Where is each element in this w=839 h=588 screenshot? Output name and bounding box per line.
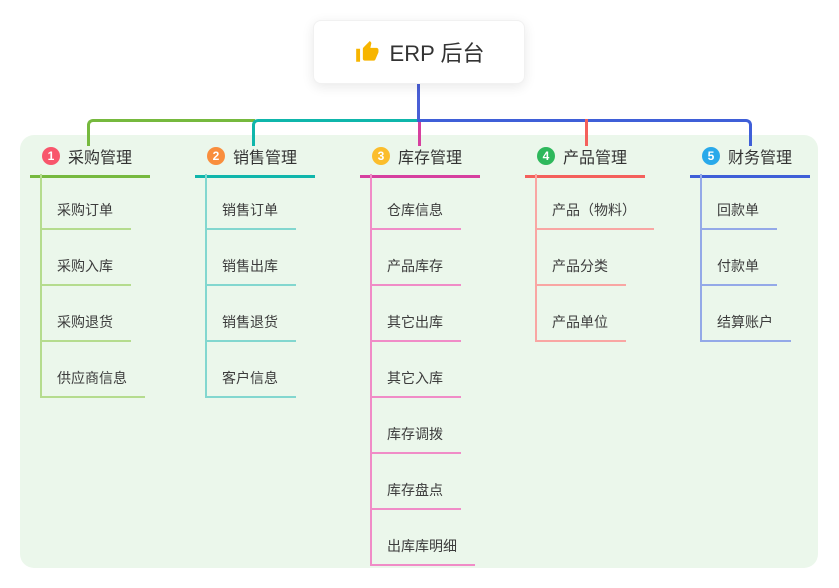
branch-finance: 5 财务管理 回款单 付款单 结算账户 [690,145,810,342]
node-label: 产品（物料） [552,202,636,218]
branch-label: 产品管理 [563,150,628,167]
branch-title[interactable]: 4 产品管理 [525,145,645,178]
node-label: 销售退货 [222,314,278,330]
branch-title[interactable]: 1 采购管理 [30,145,150,178]
node-label: 采购订单 [57,202,113,218]
root-node[interactable]: ERP 后台 [313,20,525,84]
branch-number-badge: 5 [702,147,720,165]
node-label: 客户信息 [222,370,278,386]
connector-branch-2 [252,119,420,146]
branch-children: 采购订单 采购入库 采购退货 供应商信息 [40,174,150,398]
node-item[interactable]: 产品单位 [537,286,626,342]
branch-label: 采购管理 [68,150,133,167]
node-label: 仓库信息 [387,202,443,218]
branch-number-badge: 3 [372,147,390,165]
thumbs-up-icon [355,41,378,62]
branch-label: 销售管理 [233,150,298,167]
node-item[interactable]: 付款单 [702,230,777,286]
node-item[interactable]: 仓库信息 [372,174,461,230]
node-item[interactable]: 产品（物料） [537,174,654,230]
node-label: 供应商信息 [57,370,127,386]
branch-title[interactable]: 5 财务管理 [690,145,810,178]
node-label: 采购入库 [57,258,113,274]
branch-purchase: 1 采购管理 采购订单 采购入库 采购退货 供应商信息 [30,145,150,398]
branch-title[interactable]: 3 库存管理 [360,145,480,178]
node-item[interactable]: 回款单 [702,174,777,230]
branch-children: 销售订单 销售出库 销售退货 客户信息 [205,174,315,398]
node-label: 付款单 [717,258,759,274]
node-label: 产品单位 [552,314,608,330]
root-connector [417,82,420,122]
connector-branch-5 [417,119,752,146]
branch-label: 财务管理 [728,150,793,167]
node-item[interactable]: 结算账户 [702,286,791,342]
branch-number-badge: 2 [207,147,225,165]
branch-children: 仓库信息 产品库存 其它出库 其它入库 库存调拨 库存盘点 出库库明细 [370,174,480,566]
branch-children: 产品（物料） 产品分类 产品单位 [535,174,654,342]
node-item[interactable]: 客户信息 [207,342,296,398]
branch-number-badge: 4 [537,147,555,165]
node-item[interactable]: 销售订单 [207,174,296,230]
node-label: 回款单 [717,202,759,218]
branch-label: 库存管理 [398,150,463,167]
node-item[interactable]: 销售退货 [207,286,296,342]
node-item[interactable]: 采购入库 [42,230,131,286]
node-label: 销售订单 [222,202,278,218]
node-label: 产品分类 [552,258,608,274]
node-item[interactable]: 其它出库 [372,286,461,342]
node-item[interactable]: 库存调拨 [372,398,461,454]
connector-branch-4 [585,119,588,146]
node-item[interactable]: 采购订单 [42,174,131,230]
node-item[interactable]: 采购退货 [42,286,131,342]
node-label: 产品库存 [387,258,443,274]
branch-product: 4 产品管理 产品（物料） 产品分类 产品单位 [525,145,654,342]
branches-panel [20,135,818,568]
connector-branch-3 [418,122,421,146]
node-label: 库存盘点 [387,482,443,498]
node-item[interactable]: 产品分类 [537,230,626,286]
branch-title[interactable]: 2 销售管理 [195,145,315,178]
root-label: ERP 后台 [389,41,485,66]
branch-children: 回款单 付款单 结算账户 [700,174,810,342]
node-item[interactable]: 出库库明细 [372,510,475,566]
branch-inventory: 3 库存管理 仓库信息 产品库存 其它出库 其它入库 库存调拨 库存盘点 出库库… [360,145,480,566]
node-label: 其它入库 [387,370,443,386]
node-label: 库存调拨 [387,426,443,442]
connector-branch-1 [87,119,255,146]
node-item[interactable]: 库存盘点 [372,454,461,510]
node-label: 销售出库 [222,258,278,274]
node-item[interactable]: 其它入库 [372,342,461,398]
node-label: 出库库明细 [387,538,457,554]
branch-number-badge: 1 [42,147,60,165]
node-item[interactable]: 产品库存 [372,230,461,286]
node-label: 采购退货 [57,314,113,330]
node-label: 结算账户 [717,314,773,330]
node-item[interactable]: 销售出库 [207,230,296,286]
node-label: 其它出库 [387,314,443,330]
node-item[interactable]: 供应商信息 [42,342,145,398]
branch-sales: 2 销售管理 销售订单 销售出库 销售退货 客户信息 [195,145,315,398]
